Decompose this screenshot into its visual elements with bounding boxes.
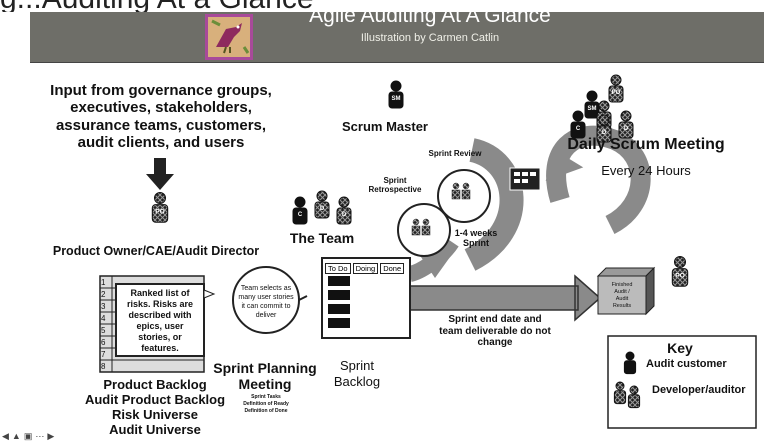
backlog-number: 5: [101, 326, 106, 335]
input-line: audit clients, and users: [77, 133, 245, 151]
planning-sub-line: Definition of Done: [244, 408, 288, 414]
backlog-numbers: 1 2 3 4 5 6 7 8: [101, 277, 112, 373]
sprint-retro-line: Sprint: [383, 176, 407, 185]
backlog-labels: Product Backlog Audit Product Backlog Ri…: [70, 377, 240, 438]
backlog-card-line: Ranked list of: [130, 288, 190, 298]
sprint-retro-line: Retrospective: [368, 185, 422, 194]
backlog-card-line: features.: [141, 343, 179, 353]
sprint-end-line: change: [477, 337, 513, 348]
daily-scrum-title: Daily Scrum Meeting: [567, 136, 725, 153]
key-box: [607, 335, 757, 429]
finished-line: Results: [612, 303, 632, 309]
slide-toolbar: ◀ ▲ ▣ ⋯ ▶: [2, 431, 54, 442]
daily-scrum-subtitle: Every 24 Hours: [601, 163, 691, 178]
backlog-label: Audit Product Backlog: [84, 391, 226, 407]
main-flow-arrow: [407, 274, 602, 322]
input-line: assurance teams, customers,: [55, 116, 267, 134]
planning-circle-line: it can commit to: [241, 303, 291, 310]
sprint-retro-label: Sprint Retrospective: [364, 176, 426, 194]
sprint-end-text: Sprint end date and team deliverable do …: [420, 314, 570, 349]
input-sources-text: Input from governance groups, executives…: [42, 82, 280, 151]
sprint-length-line: 1-4 weeks: [454, 228, 498, 238]
backlog-number: 3: [101, 302, 106, 311]
more-icon[interactable]: ⋯: [35, 431, 45, 441]
planning-title: Sprint Planning Meeting: [206, 360, 324, 392]
sprint-review-label: Sprint Review: [428, 149, 482, 158]
board-col-done: Done: [380, 263, 405, 274]
title-banner: [30, 12, 764, 63]
product-owner-label: Product Owner/CAE/Audit Director: [52, 244, 260, 258]
planning-title-line: Meeting: [238, 376, 292, 392]
backlog-card-line: stories, or: [138, 332, 182, 342]
backlog-number: 8: [101, 362, 106, 371]
key-item-customer: Audit customer: [646, 358, 727, 370]
bird-logo-icon: [205, 14, 253, 60]
grid-icon[interactable]: ▣: [23, 431, 33, 441]
pen-icon[interactable]: ▲: [11, 431, 21, 441]
backlog-label: Risk Universe: [112, 406, 198, 422]
key-item-developer: Developer/auditor: [652, 384, 746, 396]
product-backlog-stack: [99, 275, 216, 373]
input-line: executives, stakeholders,: [70, 99, 252, 117]
board-col-doing: Doing: [352, 263, 379, 274]
sprint-end-line: team deliverable do not: [439, 325, 551, 337]
backlog-number: 1: [101, 278, 106, 287]
planning-sub-line: Sprint Tasks: [251, 394, 281, 400]
planning-sub-line: Definition of Ready: [243, 401, 289, 407]
input-line: Input from governance groups,: [50, 82, 272, 99]
key-title: Key: [667, 340, 693, 356]
board-headers: To Do Doing Done: [325, 263, 405, 274]
backlog-number: 4: [101, 314, 106, 323]
finished-audit-box: [596, 266, 656, 316]
sprint-end-line: Sprint end date and: [448, 314, 542, 325]
backlog-number: 6: [101, 338, 106, 347]
sprint-backlog-line: Sprint: [340, 358, 374, 373]
backlog-label: Audit Universe: [109, 421, 201, 437]
prev-slide-icon[interactable]: ◀: [2, 431, 9, 441]
backlog-card-text: Ranked list of risks. Risks are describe…: [118, 288, 202, 354]
planning-circle-line: many user stories: [238, 294, 294, 301]
next-slide-icon[interactable]: ▶: [47, 431, 55, 441]
finished-line: Audit: [615, 296, 629, 302]
backlog-number: 2: [101, 290, 106, 299]
team-label: The Team: [289, 230, 355, 246]
finished-line: Audit /: [614, 289, 630, 295]
sprint-backlog-line: Backlog: [333, 374, 381, 389]
backlog-card-line: risks. Risks are: [126, 299, 194, 309]
sprint-length-line: Sprint: [463, 238, 489, 248]
planning-circle-line: Team selects as: [240, 285, 292, 292]
backlog-card-line: described with: [128, 310, 192, 320]
sprint-length-label: 1-4 weeks Sprint: [446, 228, 506, 248]
planning-circle-text: Team selects as many user stories it can…: [236, 284, 296, 320]
backlog-card-line: epics, user: [136, 321, 184, 331]
finished-line: Finished: [611, 282, 633, 288]
sprint-loop-arrow: [407, 125, 651, 282]
input-down-arrow: [146, 158, 174, 190]
backlog-label: Product Backlog: [103, 377, 207, 392]
clipped-header-text: g...Auditing At a Glance: [0, 0, 380, 12]
scrum-board-icon: [509, 167, 541, 191]
planning-title-line: Sprint Planning: [213, 360, 317, 376]
banner-title: Agile Auditing At A Glance: [309, 4, 551, 27]
scrum-master-label: Scrum Master: [342, 119, 428, 134]
finished-audit-text: Finished Audit / Audit Results: [598, 282, 646, 310]
planning-circle-line: deliver: [255, 312, 277, 319]
banner-subtitle: Illustration by Carmen Catlin: [360, 32, 500, 44]
sprint-backlog-label: Sprint Backlog: [320, 358, 394, 390]
planning-subtext: Sprint Tasks Definition of Ready Definit…: [236, 394, 296, 415]
board-col-todo: To Do: [325, 263, 351, 274]
backlog-number: 7: [101, 350, 106, 359]
